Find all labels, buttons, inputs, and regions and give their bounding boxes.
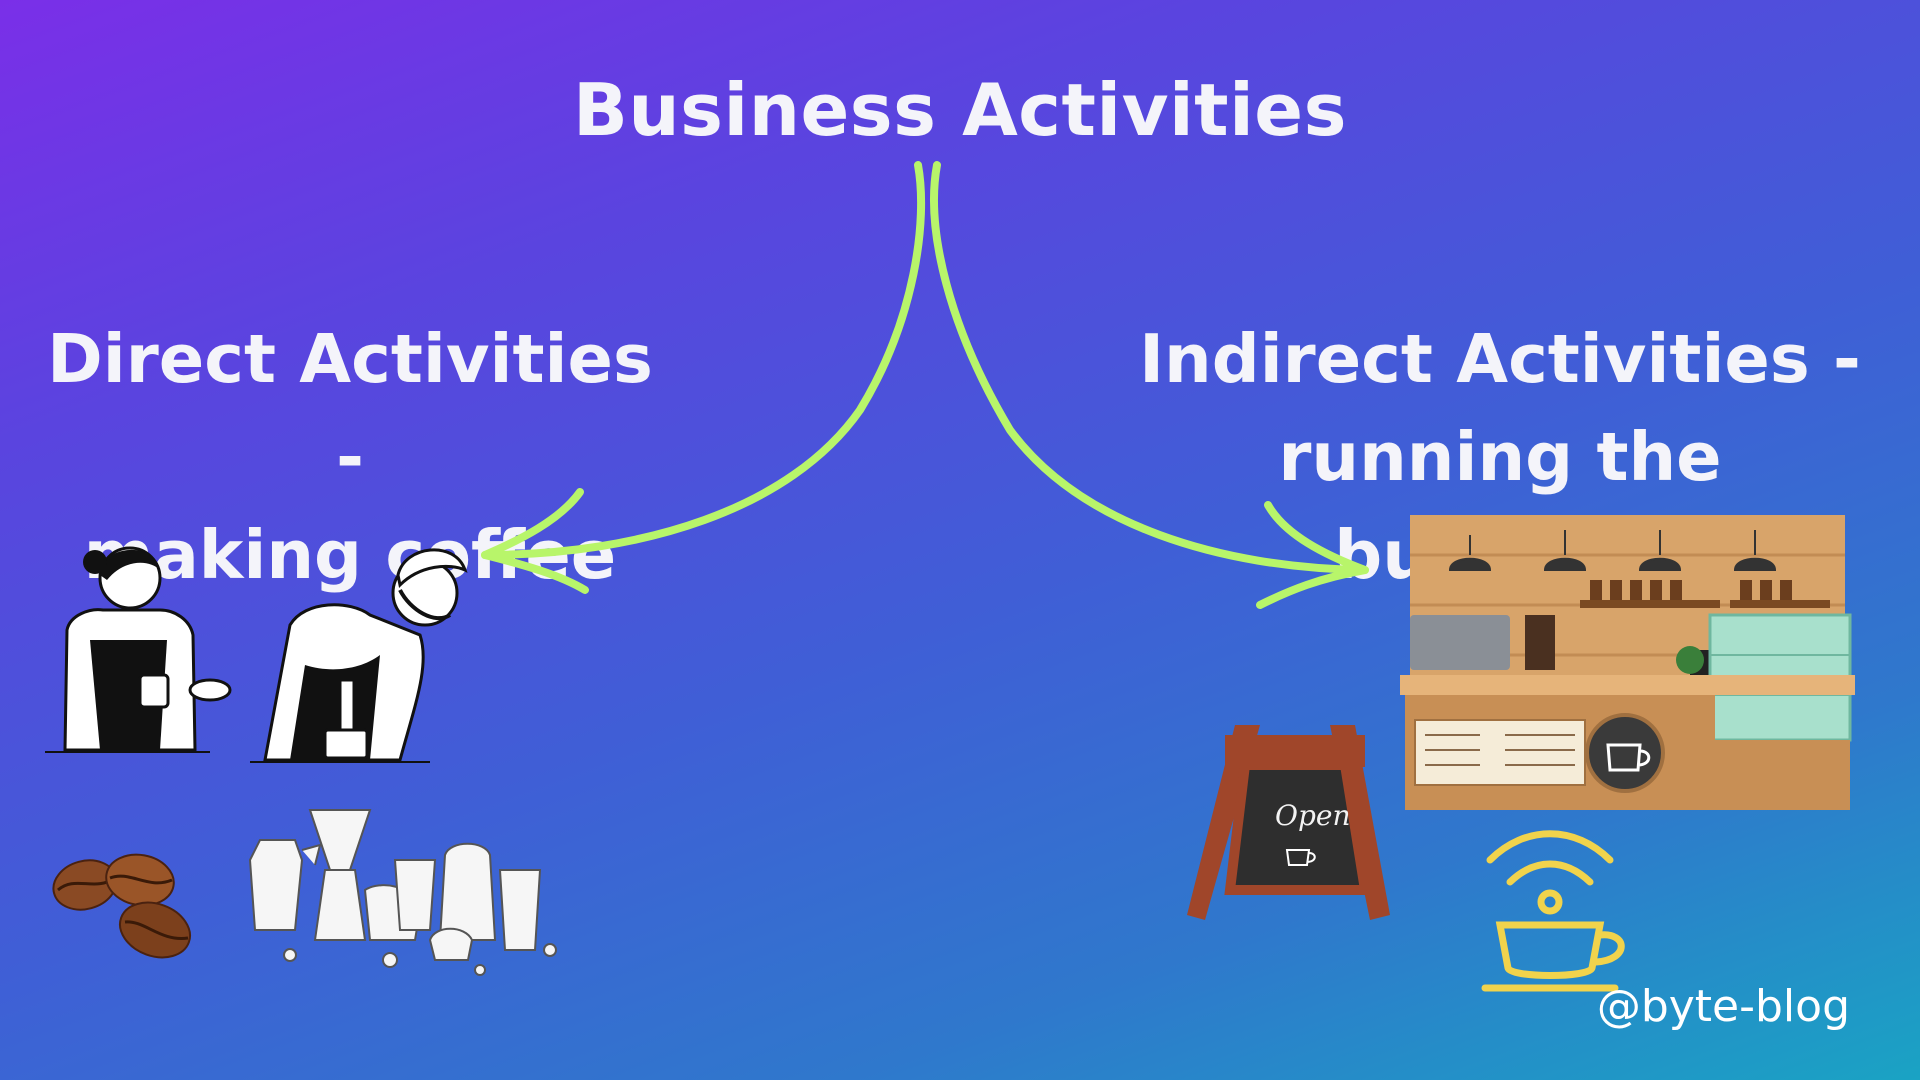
diagram-title: Business Activities [573, 68, 1347, 152]
open-sign-icon: Open [1187, 725, 1390, 920]
open-sign-text: Open [1275, 799, 1350, 832]
left-arrow-shaft [481, 161, 926, 559]
coffee-equipment-icon [248, 809, 557, 976]
branch-arrows [481, 161, 1369, 609]
right-arrow-head [1256, 501, 1369, 609]
barista-woman-icon [45, 546, 232, 753]
coffee-beans-icon [52, 853, 191, 959]
wifi-coffee-cup-icon [1481, 830, 1625, 992]
cafe-counter-icon [1400, 515, 1855, 810]
right-arrow-shaft [930, 161, 1369, 574]
left-arrow-head [481, 488, 589, 594]
indirect-activities-label: Indirect Activities - running the busine… [1110, 310, 1890, 604]
author-handle: @byte-blog [1596, 981, 1850, 1032]
direct-activities-label: Direct Activities - making coffee [30, 310, 670, 604]
direct-activities-line1: Direct Activities - [47, 320, 653, 496]
barista-man-icon [250, 548, 468, 763]
indirect-activities-line1: Indirect Activities - [1139, 320, 1861, 398]
